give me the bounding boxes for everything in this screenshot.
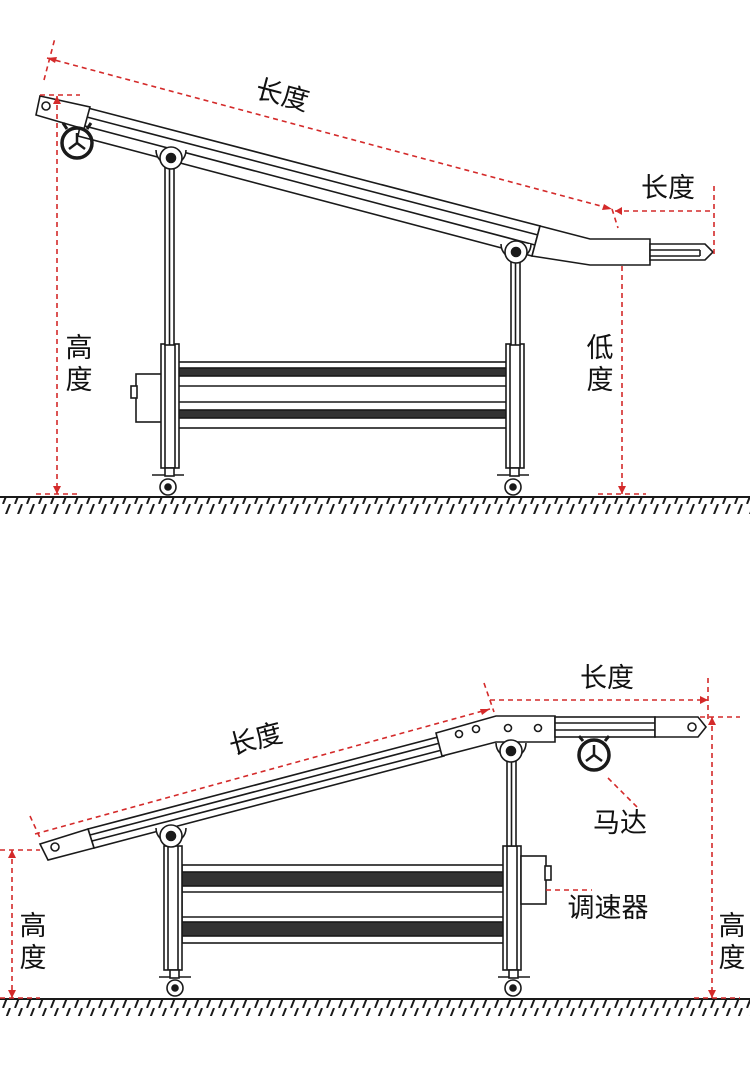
dimension-lines-bottom [0, 678, 740, 999]
length-label-incline-top: 长度 [252, 74, 312, 118]
inclined-belt-top [35, 95, 715, 266]
motor-icon [577, 735, 611, 772]
frame-bottom [163, 759, 552, 971]
pulley-icon [155, 739, 527, 848]
ground-hatch-icon [0, 498, 750, 514]
height-label-bottom-right-2: 度 [719, 943, 746, 974]
motor-icon [60, 122, 94, 160]
height-label-top-2: 度 [66, 365, 93, 396]
dimension-arrows-bottom [8, 696, 716, 998]
low-label-top-1: 低 [587, 333, 614, 364]
ground-hatch-icon [0, 1000, 750, 1016]
pulley-icon [155, 146, 532, 264]
ground-bottom [0, 998, 750, 1016]
top-conveyor: 长度 长度 高 度 低 度 [0, 37, 750, 514]
speed-controller-label: 调速器 [568, 893, 649, 924]
height-label-top-1: 高 [66, 333, 93, 364]
motor-label: 马达 [593, 808, 647, 839]
height-label-bottom-right-1: 高 [719, 911, 746, 942]
caster-wheel-icon [152, 467, 529, 496]
height-label-bottom-left-2: 度 [20, 943, 47, 974]
ground-top [0, 496, 750, 514]
length-label-incline-bottom: 长度 [226, 718, 286, 762]
length-label-end-top: 长度 [641, 173, 695, 204]
length-label-end-bottom: 长度 [580, 663, 634, 694]
bottom-conveyor: 长度 长度 马达 调速器 高 度 高 度 [0, 663, 750, 1016]
dimension-arrows-top [47, 57, 626, 494]
inclined-belt-bottom [38, 715, 708, 861]
caster-wheel-icon [159, 969, 530, 997]
low-label-top-2: 度 [587, 365, 614, 396]
dimension-lines-top [36, 37, 715, 495]
frame-top [130, 164, 525, 469]
height-label-bottom-left-1: 高 [20, 911, 47, 942]
